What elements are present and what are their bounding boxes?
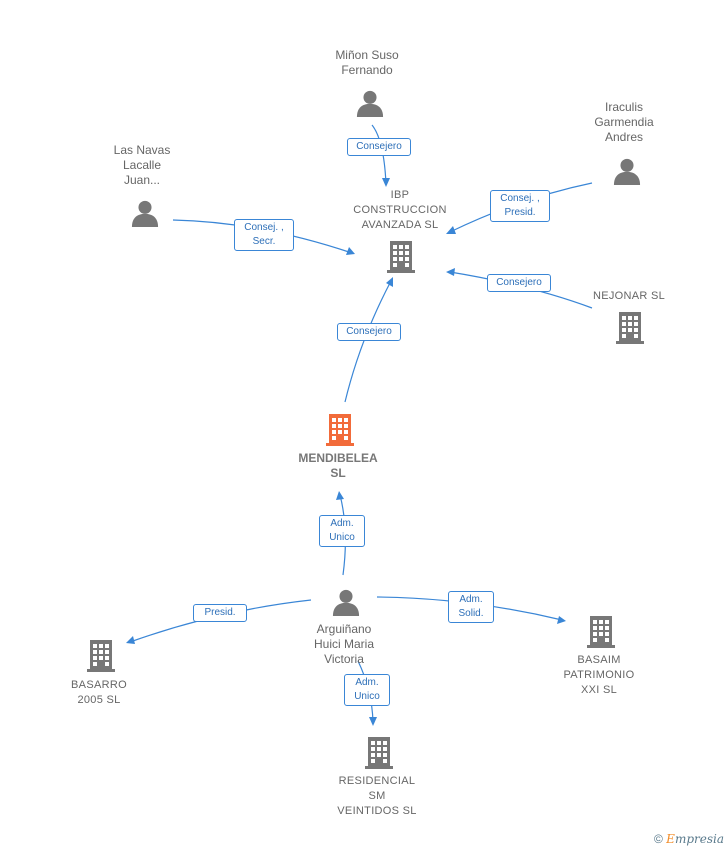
brand-initial: E: [666, 832, 675, 846]
edge-label-arguinano-basaim[interactable]: Adm. Solid.: [448, 591, 494, 623]
building-icon-main[interactable]: [326, 414, 354, 446]
arrow-iraculis-ibp: [446, 226, 456, 234]
label-line: Victoria: [324, 652, 364, 666]
edge-label-line: Solid.: [458, 608, 484, 619]
node-label-arguinano[interactable]: Arguiñano Huici Maria Victoria: [294, 622, 394, 667]
label-line: VEINTIDOS SL: [337, 805, 417, 817]
label-line: Arguiñano: [316, 622, 372, 636]
node-label-nejonar[interactable]: NEJONAR SL: [579, 289, 679, 304]
label-line: MENDIBELEA: [298, 451, 378, 465]
edge-label-line: Consej. ,: [244, 222, 284, 233]
label-line: Juan...: [123, 173, 161, 187]
edge-label-line: Presid.: [204, 607, 236, 618]
footer-brand[interactable]: © Empresia: [654, 832, 724, 846]
arrow-nejonar-ibp: [446, 268, 455, 276]
person-icon[interactable]: [131, 200, 159, 227]
label-line: Lacalle: [122, 158, 162, 172]
label-line: AVANZADA SL: [361, 219, 439, 231]
label-line: PATRIMONIO: [563, 669, 635, 681]
label-line: Las Navas: [113, 143, 171, 157]
edge-label-minon-ibp[interactable]: Consejero: [347, 138, 411, 156]
building-icon[interactable]: [587, 616, 615, 648]
edge-label-line: Adm.: [355, 677, 379, 688]
node-label-iraculis[interactable]: Iraculis Garmendia Andres: [574, 100, 674, 145]
label-line: NEJONAR SL: [592, 290, 666, 302]
label-line: XXI SL: [580, 684, 618, 696]
edge-label-line: Unico: [329, 532, 355, 543]
label-line: Andres: [604, 130, 644, 144]
edge-label-line: Consejero: [356, 141, 402, 152]
arrow-arguinano-residencial: [369, 717, 377, 726]
node-label-lasnavas[interactable]: Las Navas Lacalle Juan...: [92, 143, 192, 188]
label-line: CONSTRUCCION: [353, 204, 447, 216]
edge-label-line: Presid.: [504, 207, 536, 218]
label-line: Huici Maria: [313, 637, 374, 651]
node-label-minon[interactable]: Miñon Suso Fernando: [317, 48, 417, 78]
label-line: 2005 SL: [77, 694, 121, 706]
label-line: RESIDENCIAL: [338, 775, 416, 787]
label-line: SL: [330, 466, 346, 480]
label-line: BASARRO: [71, 679, 127, 691]
node-label-ibp[interactable]: IBP CONSTRUCCION AVANZADA SL: [340, 188, 460, 233]
node-label-mendibelea[interactable]: MENDIBELEA SL: [278, 451, 398, 481]
edge-label-arguinano-residencial[interactable]: Adm. Unico: [344, 674, 390, 706]
building-icon[interactable]: [387, 241, 415, 273]
edge-label-line: Unico: [354, 691, 380, 702]
building-icon[interactable]: [616, 312, 644, 344]
edge-label-line: Adm.: [459, 594, 483, 605]
node-label-basaim[interactable]: BASAIM PATRIMONIO XXI SL: [549, 653, 649, 698]
label-line: SM: [368, 790, 386, 802]
edge-label-line: Consej. ,: [500, 193, 540, 204]
node-label-residencial[interactable]: RESIDENCIAL SM VEINTIDOS SL: [317, 774, 437, 819]
edge-label-nejonar-ibp[interactable]: Consejero: [487, 274, 551, 292]
arrow-arguinano-mendibelea: [336, 491, 344, 500]
edge-label-mendibelea-ibp[interactable]: Consejero: [337, 323, 401, 341]
edge-mendibelea-ibp: [344, 280, 392, 403]
arrow-mendibelea-ibp: [386, 277, 393, 287]
node-label-basarro[interactable]: BASARRO 2005 SL: [49, 678, 149, 708]
arrow-arguinano-basaim: [557, 616, 566, 624]
edge-label-line: Adm.: [330, 518, 354, 529]
edge-label-arguinano-mendibelea[interactable]: Adm. Unico: [319, 515, 365, 547]
copyright-icon: ©: [653, 832, 663, 846]
arrow-minon-ibp: [382, 178, 390, 187]
edge-label-line: Consejero: [496, 277, 542, 288]
brand-logo: Empresia: [666, 832, 724, 846]
label-line: BASAIM: [577, 654, 621, 666]
label-line: Iraculis: [604, 100, 643, 114]
edge-label-iraculis-ibp[interactable]: Consej. , Presid.: [490, 190, 550, 222]
edge-label-lasnavas-ibp[interactable]: Consej. , Secr.: [234, 219, 294, 251]
label-line: Fernando: [341, 63, 393, 77]
person-icon[interactable]: [332, 589, 360, 616]
brand-rest: mpresia: [674, 832, 724, 846]
person-icon[interactable]: [613, 158, 641, 185]
building-icon[interactable]: [365, 737, 393, 769]
arrow-arguinano-basarro: [126, 636, 135, 644]
building-icon[interactable]: [87, 640, 115, 672]
label-line: Garmendia: [594, 115, 654, 129]
arrow-lasnavas-ibp: [346, 247, 355, 255]
edge-label-line: Consejero: [346, 326, 392, 337]
label-line: Miñon Suso: [335, 48, 399, 62]
edge-label-arguinano-basarro[interactable]: Presid.: [193, 604, 247, 622]
edge-label-line: Secr.: [252, 236, 276, 247]
label-line: IBP: [390, 189, 410, 201]
person-icon[interactable]: [356, 90, 384, 117]
